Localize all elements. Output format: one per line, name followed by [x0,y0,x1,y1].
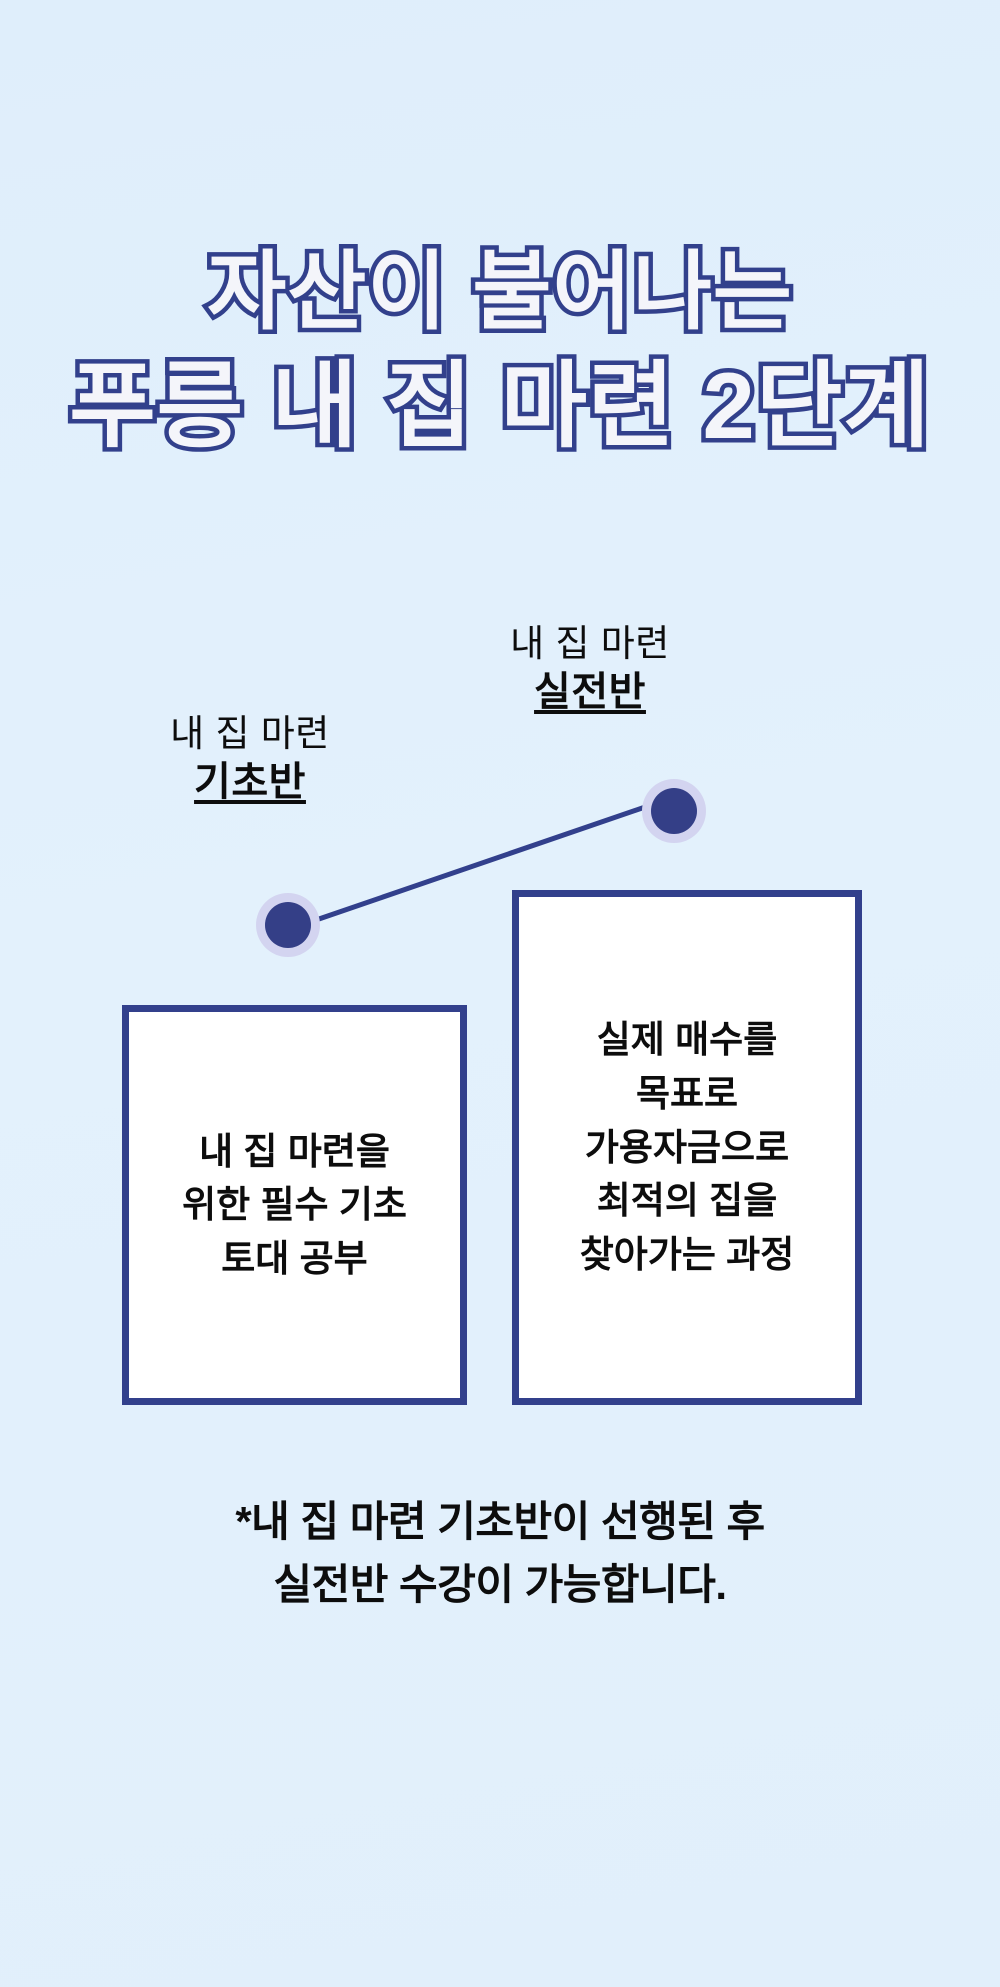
step-label-basic-name: 기초반 [194,760,306,805]
step-card-applied[interactable]: 실제 매수를 목표로 가용자금으로 최적의 집을 찾아가는 과정 [512,890,862,1405]
step-dot-basic[interactable] [256,893,320,957]
title-line-1: 자산이 불어나는 [203,240,797,345]
step-label-basic: 내 집 마련 기초반 [90,710,410,809]
step-dot-applied-core [651,788,697,834]
footnote-text: *내 집 마련 기초반이 선행된 후 실전반 수강이 가능합니다. [235,1498,765,1608]
step-label-applied-name: 실전반 [534,670,646,715]
title-line-2: 푸릉 내 집 마련 2단계 [65,348,935,462]
step-label-applied-top: 내 집 마련 [510,623,670,664]
page-title: 자산이 불어나는 푸릉 내 집 마련 2단계 [0,240,1000,464]
step-card-basic[interactable]: 내 집 마련을 위한 필수 기초 토대 공부 [122,1005,467,1405]
step-card-basic-text: 내 집 마련을 위한 필수 기초 토대 공부 [182,1130,407,1279]
step-dot-basic-core [265,902,311,948]
step-label-applied: 내 집 마련 실전반 [420,620,760,719]
step-card-applied-text: 실제 매수를 목표로 가용자금으로 최적의 집을 찾아가는 과정 [579,1019,795,1275]
step-dot-applied[interactable] [642,779,706,843]
step-label-basic-top: 내 집 마련 [170,713,330,754]
